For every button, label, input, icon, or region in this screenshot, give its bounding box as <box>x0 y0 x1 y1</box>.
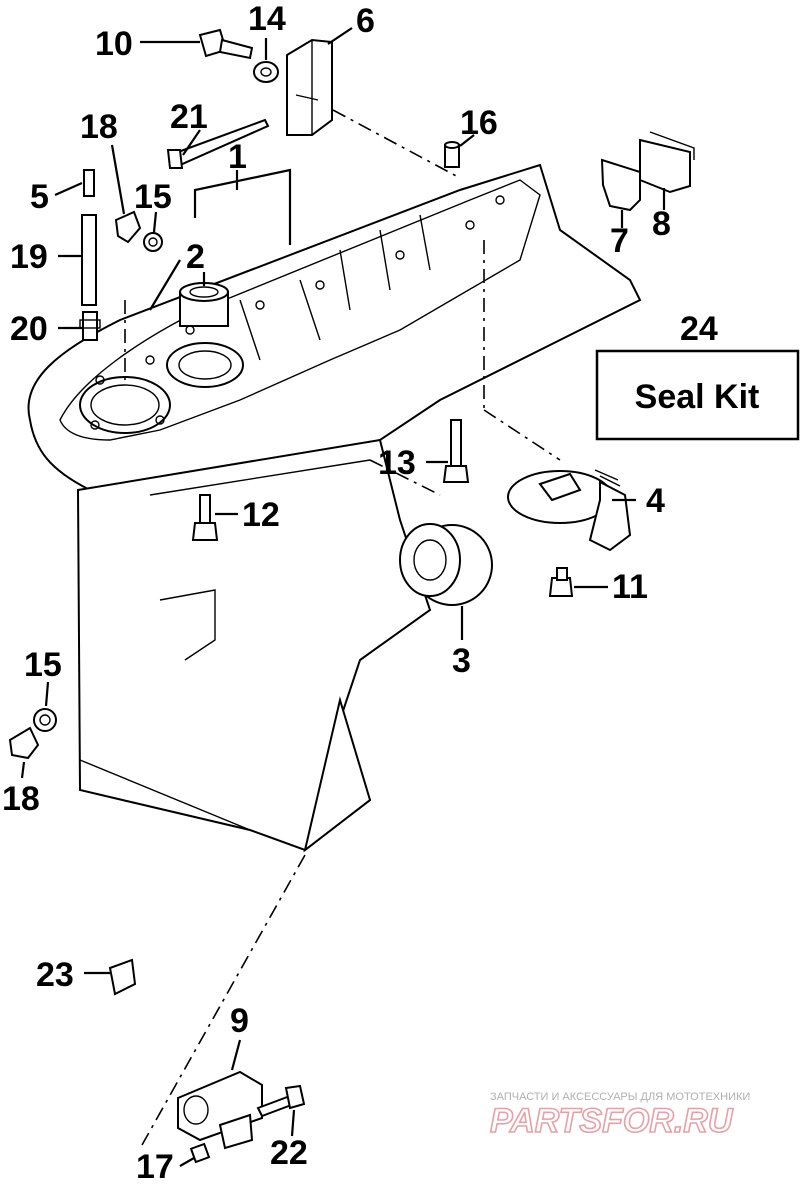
callout-15-lower: 15 <box>24 646 62 684</box>
callout-17: 17 <box>136 1148 174 1183</box>
callout-9: 9 <box>230 1002 249 1040</box>
seal-kit-box: Seal Kit <box>595 349 800 441</box>
part-15-washer-lower <box>33 708 57 732</box>
callout-12: 12 <box>242 496 280 534</box>
callout-7: 7 <box>610 222 629 260</box>
part-19-tube <box>81 214 97 306</box>
part-15-washer-upper <box>143 232 163 252</box>
part-6-anode <box>286 38 333 136</box>
part-12-screw <box>191 494 219 541</box>
seal-kit-label: Seal Kit <box>635 378 760 416</box>
callout-18-upper: 18 <box>80 108 118 146</box>
part-5-grease-fitting <box>83 169 95 197</box>
callout-8: 8 <box>652 205 671 243</box>
callout-20: 20 <box>10 310 48 348</box>
part-10-bolt <box>198 28 254 60</box>
leader-lines <box>20 27 666 1167</box>
callout-15-upper: 15 <box>134 178 172 216</box>
callout-10: 10 <box>95 25 133 63</box>
gear-housing <box>27 163 642 853</box>
callout-2: 2 <box>186 238 205 276</box>
part-23-cap <box>108 958 137 996</box>
callout-18-lower: 18 <box>2 780 40 818</box>
callout-3: 3 <box>452 642 471 680</box>
callout-6: 6 <box>356 2 375 40</box>
callout-13: 13 <box>378 444 416 482</box>
part-8-bracket <box>639 131 695 194</box>
part-17-pin <box>189 1142 211 1164</box>
part-14-washer <box>253 61 279 83</box>
watermark: ЗАПЧАСТИ И АКСЕССУАРЫ ДЛЯ МОТОТЕХНИКИ PA… <box>489 1091 750 1141</box>
part-18-plug-lower <box>8 726 40 760</box>
part-22-screw <box>256 1084 306 1118</box>
part-4-trim-tab <box>507 469 632 552</box>
part-7-clip <box>600 158 641 212</box>
callout-21: 21 <box>170 98 208 136</box>
callout-numbers: 10 14 6 18 21 1 16 5 15 2 19 20 7 8 24 1… <box>2 0 718 1186</box>
part-9-intake-assembly <box>177 1070 263 1150</box>
callout-16: 16 <box>460 104 498 142</box>
callout-1: 1 <box>228 138 247 176</box>
callout-4: 4 <box>646 482 665 520</box>
part-21-cable-tie <box>166 118 270 169</box>
callout-5: 5 <box>30 178 49 216</box>
part-20-fitting <box>79 311 101 341</box>
part-13-screw <box>442 419 470 483</box>
part-18-plug-upper <box>114 210 142 244</box>
callout-14: 14 <box>248 0 286 38</box>
callout-11: 11 <box>612 568 648 606</box>
part-2-bearing <box>179 282 229 327</box>
callout-23: 23 <box>36 956 74 994</box>
part-16-dowel-pin <box>444 141 460 168</box>
watermark-site: PARTSFOR.RU <box>490 1102 734 1140</box>
callout-24: 24 <box>680 310 718 348</box>
callout-22: 22 <box>270 1134 308 1172</box>
callout-19: 19 <box>10 238 48 276</box>
watermark-tagline: ЗАПЧАСТИ И АКСЕССУАРЫ ДЛЯ МОТОТЕХНИКИ <box>490 1091 750 1103</box>
part-3-seal <box>399 523 493 606</box>
part-11-bolt <box>548 567 574 597</box>
